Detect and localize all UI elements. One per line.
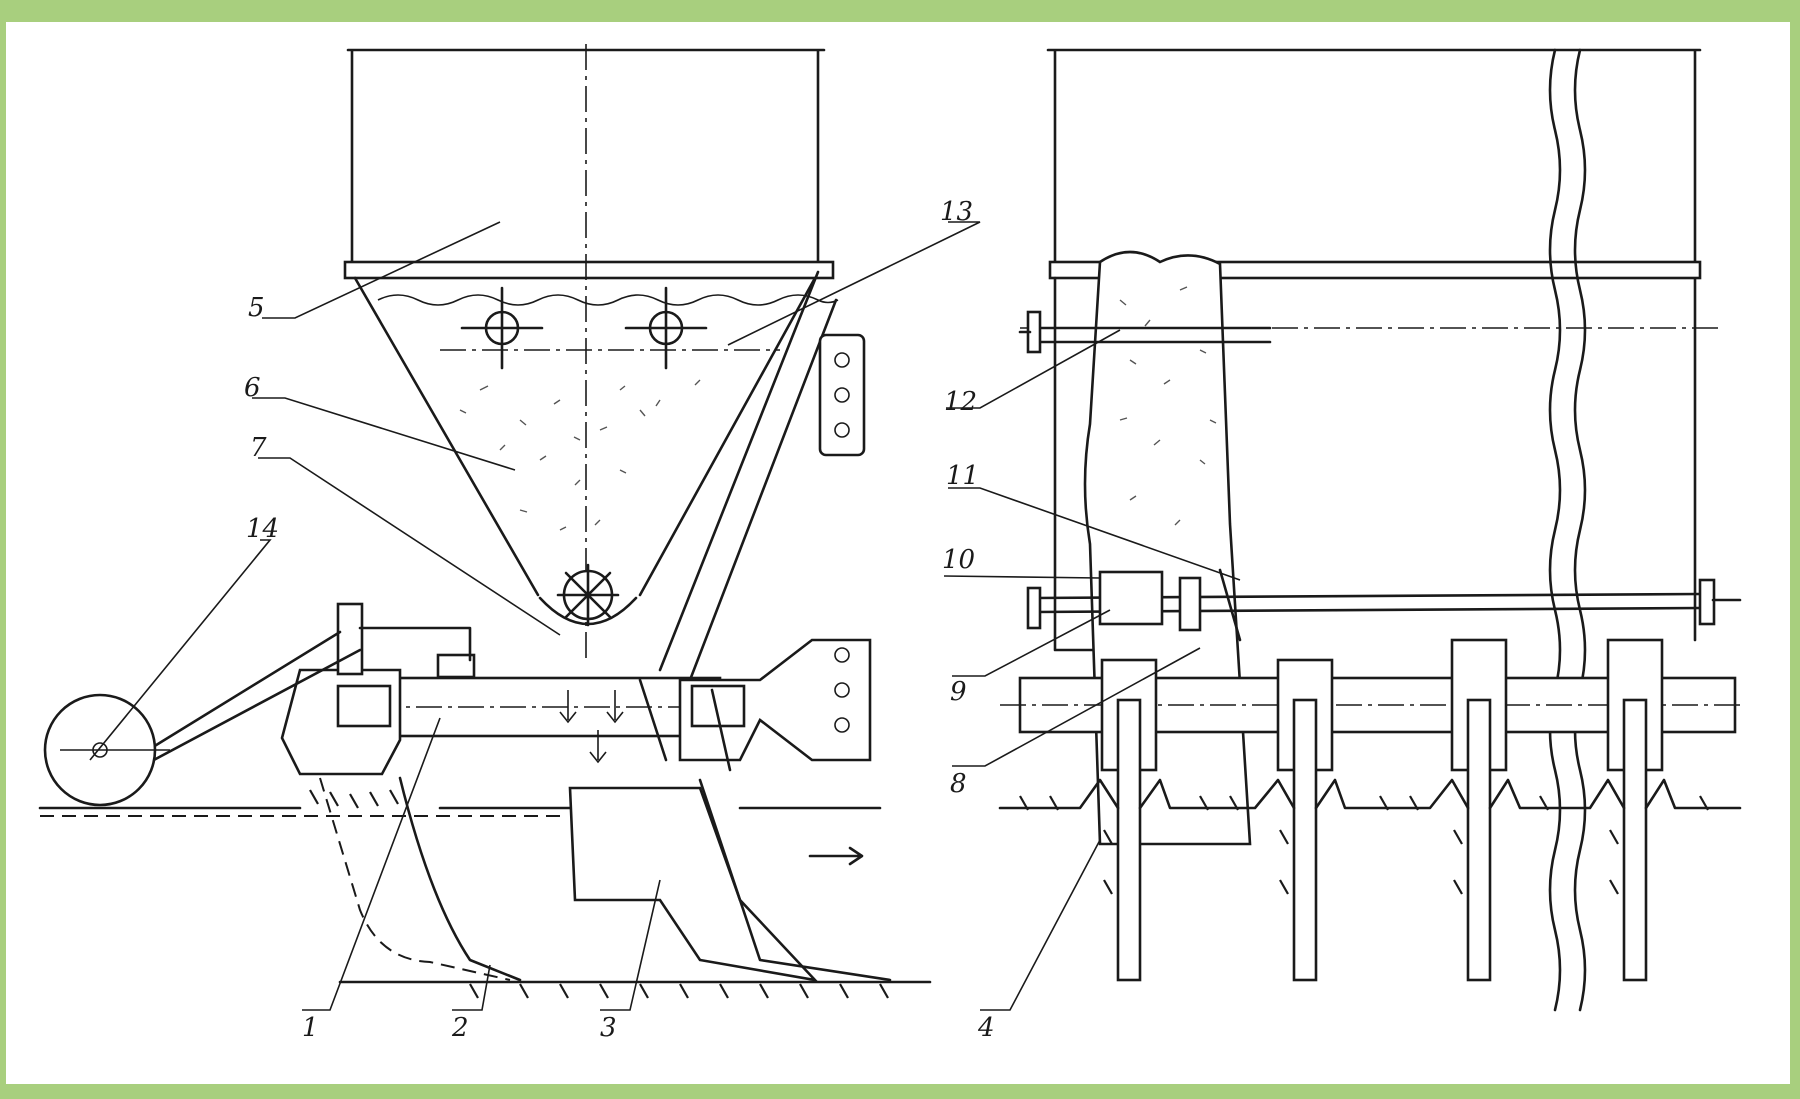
leader-10 xyxy=(943,575,1101,579)
ground-hatching xyxy=(309,789,889,999)
leader-4 xyxy=(980,839,1101,1011)
agitator-left xyxy=(460,286,544,370)
callout-12: 12 xyxy=(944,387,977,417)
callout-11: 11 xyxy=(946,461,979,491)
share-3 xyxy=(568,786,819,982)
leader-1 xyxy=(302,717,441,1011)
callout-2: 2 xyxy=(451,1013,469,1043)
tine-4 xyxy=(1606,638,1664,982)
agitator-right xyxy=(624,286,708,370)
upper-hitch-plate xyxy=(818,333,866,457)
leader-13 xyxy=(727,221,981,346)
leader-7 xyxy=(258,457,561,636)
leader-8 xyxy=(952,647,1201,767)
leader-11 xyxy=(948,487,1241,581)
leader-lines xyxy=(89,221,1241,1011)
square-tube-rear xyxy=(336,684,392,728)
hopper-strut xyxy=(658,270,838,682)
callout-5: 5 xyxy=(248,293,265,323)
tine-3 xyxy=(1450,638,1508,982)
fertilizer-surface xyxy=(377,294,839,306)
shank-1 xyxy=(398,776,522,982)
metering-wheel xyxy=(538,563,638,627)
front-view xyxy=(998,48,1742,1012)
callout-13: 13 xyxy=(940,197,973,227)
tine-2 xyxy=(1276,658,1334,982)
leader-9 xyxy=(952,609,1111,677)
leader-5 xyxy=(262,221,501,319)
callout-3: 3 xyxy=(600,1013,617,1043)
side-view xyxy=(38,44,932,999)
leader-6 xyxy=(252,397,516,471)
break-line-left xyxy=(1548,48,1562,1012)
callout-10: 10 xyxy=(942,545,975,575)
callout-1: 1 xyxy=(302,1013,319,1043)
direction-arrow xyxy=(808,846,864,866)
leader-3 xyxy=(600,879,661,1011)
leader-14 xyxy=(89,539,272,761)
metering-box xyxy=(1098,570,1164,626)
soil-hatching xyxy=(1019,795,1709,895)
leader-2 xyxy=(452,964,491,1011)
hopper-rim xyxy=(343,260,835,280)
agitator-shaft xyxy=(1033,326,1272,344)
shaft-end-knob xyxy=(1698,578,1716,626)
callout-8: 8 xyxy=(950,769,967,799)
share-edge xyxy=(698,778,892,982)
fertilizer-texture xyxy=(459,379,701,531)
callout-4: 4 xyxy=(977,1013,995,1043)
tine-stays xyxy=(638,678,732,772)
drawing-sheet xyxy=(6,22,1790,1084)
callout-labels: 5 6 7 13 14 1 2 3 4 8 9 10 11 12 xyxy=(244,197,995,1043)
tine-1 xyxy=(1100,658,1158,982)
flow-arrows xyxy=(559,690,624,764)
depth-wheel-arm xyxy=(138,626,472,764)
beam-clamp xyxy=(436,653,476,679)
hopper-cone xyxy=(353,276,817,597)
leader-12 xyxy=(946,329,1121,409)
callout-7: 7 xyxy=(250,433,267,463)
callout-9: 9 xyxy=(950,677,967,707)
hopper-box-front xyxy=(1046,48,1702,642)
break-line-right xyxy=(1573,48,1587,1012)
front-hitch-bracket xyxy=(678,638,872,762)
callout-14: 14 xyxy=(246,514,279,544)
shank-1-hidden xyxy=(319,777,511,981)
callout-6: 6 xyxy=(244,373,261,403)
arm-bracket xyxy=(336,602,364,676)
